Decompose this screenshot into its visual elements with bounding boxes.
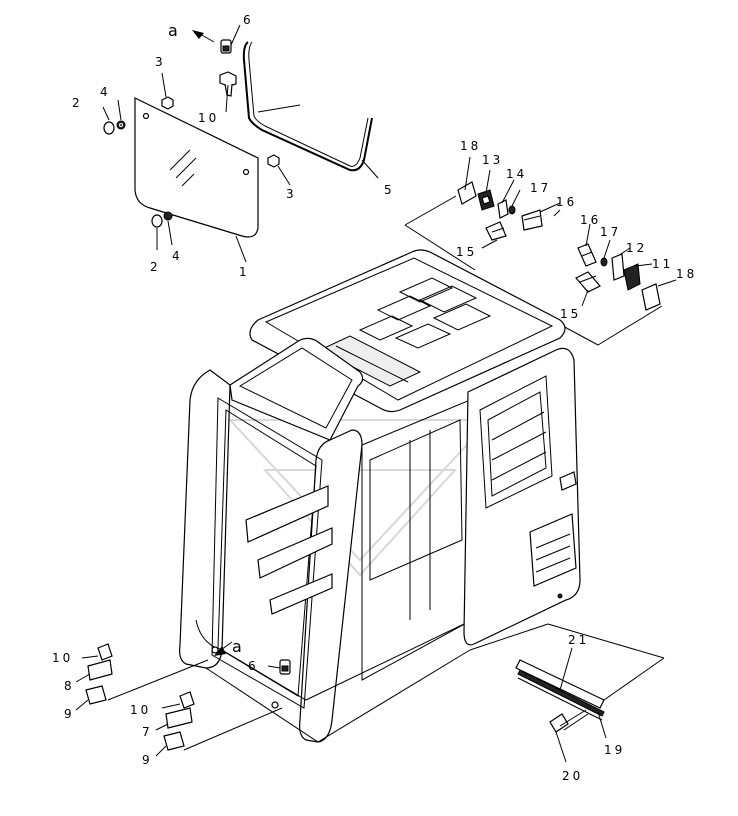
- callout-14: 14: [506, 167, 527, 181]
- callout-10: 10: [198, 111, 219, 125]
- callout-13: 13: [482, 153, 503, 167]
- hardware-lower-left: [75, 641, 291, 757]
- callout-21: 21: [568, 633, 589, 647]
- callout-3: 3: [155, 55, 166, 69]
- callout-15: 15: [456, 245, 477, 259]
- callout-8: 8: [64, 679, 75, 693]
- callout-6: 6: [243, 13, 254, 27]
- callout-4: 4: [100, 85, 111, 99]
- callout-10: 10: [130, 703, 151, 717]
- callout-7: 7: [142, 725, 153, 739]
- callout-16: 16: [556, 195, 577, 209]
- glass-panel: [134, 97, 301, 263]
- callout-15: 15: [560, 307, 581, 321]
- callout-9: 9: [64, 707, 75, 721]
- window-seal-strip: [242, 41, 379, 179]
- cab-body: [179, 249, 581, 743]
- hardware-lower-right: [469, 623, 665, 763]
- callout-2: 2: [150, 260, 161, 274]
- callout-1: 1: [239, 265, 250, 279]
- callout-17: 17: [530, 181, 551, 195]
- view-marker-a-lower: a: [232, 637, 242, 656]
- clip-and-bolt-top: [192, 24, 241, 113]
- view-marker-a: a: [168, 21, 178, 40]
- callout-16: 16: [580, 213, 601, 227]
- callout-18: 18: [460, 139, 481, 153]
- hardware-right: [404, 156, 677, 346]
- callout-12: 12: [626, 241, 647, 255]
- callout-3: 3: [286, 187, 297, 201]
- callout-11: 11: [652, 257, 673, 271]
- callout-4: 4: [172, 249, 183, 263]
- hardware-left: [102, 72, 291, 250]
- callout-10: 10: [52, 651, 73, 665]
- callout-9: 9: [142, 753, 153, 767]
- callout-labels: a a 1 2 2 3 3 4 4 5 6 6 7 8 9 9 10 10 10…: [52, 13, 697, 783]
- callout-6: 6: [248, 659, 259, 673]
- callout-2: 2: [72, 96, 83, 110]
- callout-20: 20: [562, 769, 583, 783]
- callout-5: 5: [384, 183, 395, 197]
- callout-17: 17: [600, 225, 621, 239]
- callout-18: 18: [676, 267, 697, 281]
- callout-19: 19: [604, 743, 625, 757]
